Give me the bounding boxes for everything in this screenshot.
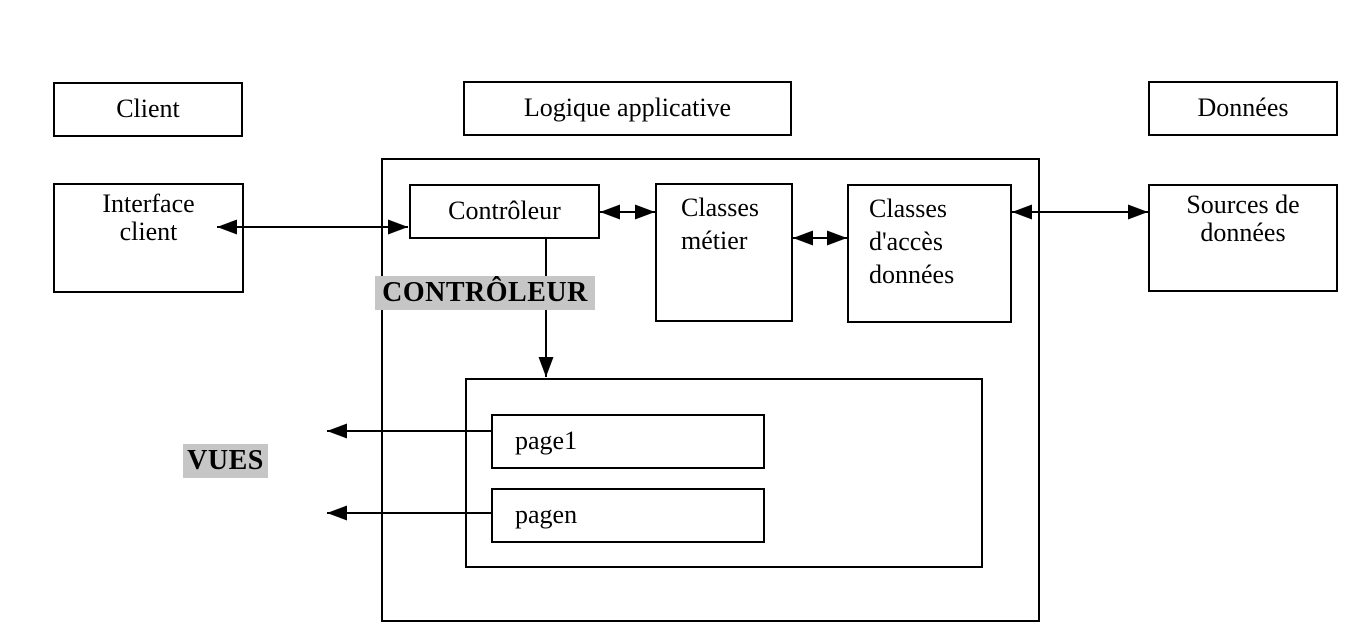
- interface-client-line1: Interface: [102, 189, 195, 218]
- arrowhead-left-page1: [327, 423, 347, 439]
- interface-client-box: Interface client: [53, 183, 244, 293]
- sources-de-donnees-box: Sources de données: [1148, 184, 1338, 292]
- vues-container: [465, 378, 983, 568]
- classes-acces-donnees-box: Classes d'accès données: [847, 184, 1012, 323]
- classes-metier-line2: métier: [681, 226, 748, 255]
- pagen-box: pagen: [491, 488, 765, 543]
- donnees-header-label: Données: [1197, 93, 1289, 123]
- controleur-box: Contrôleur: [409, 184, 600, 239]
- controleur-label: Contrôleur: [448, 196, 561, 226]
- classes-acces-line1: Classes: [869, 194, 947, 223]
- application-logic-container: [381, 158, 1040, 622]
- classes-acces-line3: données: [869, 260, 955, 289]
- vues-caption: VUES: [183, 444, 268, 478]
- interface-client-line2: client: [119, 217, 178, 246]
- controleur-caption: CONTRÔLEUR: [375, 276, 595, 310]
- classes-metier-box: Classes métier: [655, 183, 793, 322]
- page1-box: page1: [491, 414, 765, 469]
- donnees-header-box: Données: [1148, 81, 1338, 136]
- logique-applicative-header-box: Logique applicative: [463, 81, 792, 136]
- sources-line1: Sources de: [1186, 190, 1300, 219]
- pagen-label: pagen: [515, 500, 578, 530]
- client-header-label: Client: [116, 94, 180, 124]
- arrowhead-left-pagen: [327, 505, 347, 521]
- classes-metier-line1: Classes: [681, 193, 759, 222]
- page1-label: page1: [515, 426, 578, 456]
- arrowhead-right-sources: [1128, 204, 1148, 220]
- sources-line2: données: [1200, 218, 1286, 247]
- logique-applicative-header-label: Logique applicative: [523, 93, 732, 123]
- classes-acces-line2: d'accès: [869, 227, 943, 256]
- client-header-box: Client: [53, 82, 243, 137]
